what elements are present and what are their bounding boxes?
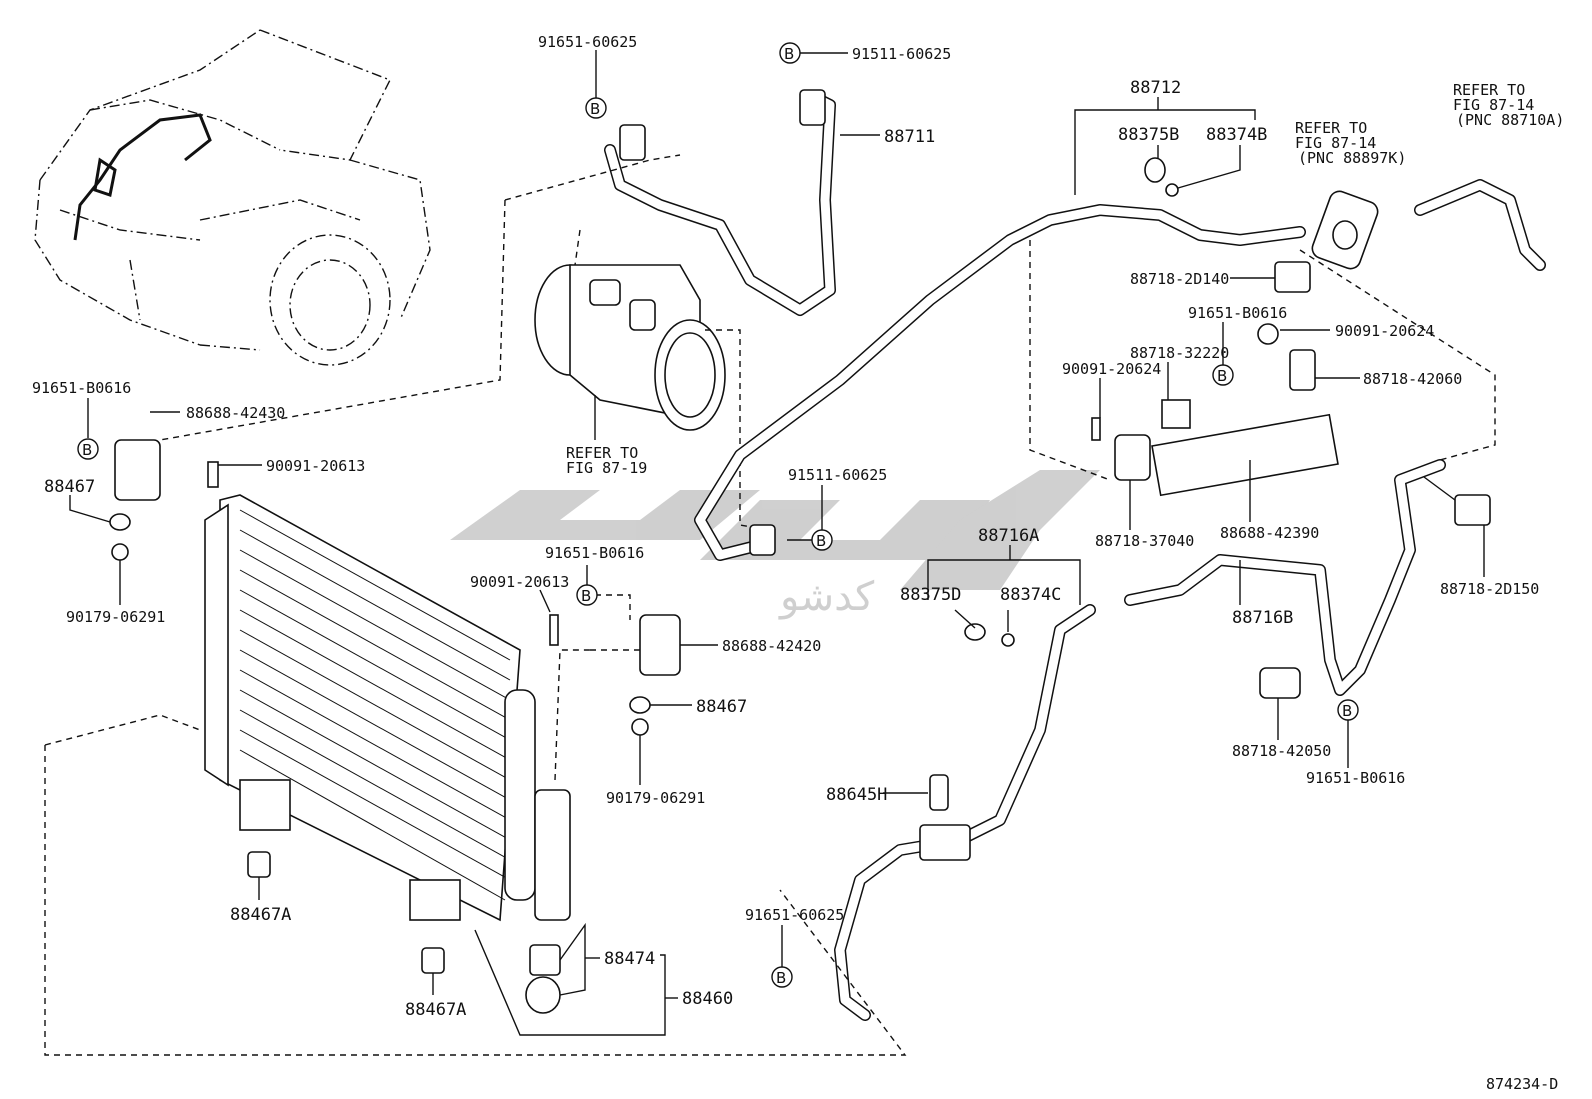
b-marker-7: B [1337, 699, 1359, 721]
label-88718-42050: 88718-42050 [1232, 742, 1331, 760]
b-marker-3: B [77, 438, 99, 460]
small-parts [109, 89, 1491, 1014]
label-88474: 88474 [604, 949, 655, 969]
label-88374B: 88374B [1206, 125, 1267, 145]
svg-text:B: B [776, 969, 786, 987]
part-labels: 91651-60625 91511-60625 88711 88712 8837… [32, 33, 1564, 1093]
figure-code: 874234-D [1486, 1075, 1558, 1093]
leader-lines [69, 50, 1485, 1036]
vehicle-outline [34, 29, 431, 366]
label-91511-60625-m: 91511-60625 [788, 466, 887, 484]
label-88712: 88712 [1130, 78, 1181, 98]
b-marker-4: B [811, 529, 833, 551]
label-88467-l: 88467 [44, 477, 95, 497]
label-88716A: 88716A [978, 526, 1039, 546]
svg-text:B: B [816, 532, 826, 550]
label-91651-B0616-r: 91651-B0616 [1188, 304, 1287, 322]
label-88375D: 88375D [900, 585, 961, 605]
label-88460: 88460 [682, 989, 733, 1009]
svg-text:B: B [1342, 702, 1352, 720]
label-88718-32220: 88718-32220 [1130, 344, 1229, 362]
label-refer-87-14-a-1: REFER TO [1295, 119, 1367, 137]
b-marker-5: B [576, 584, 598, 606]
label-88467A-b: 88467A [405, 1000, 466, 1020]
b-marker-6: B [1212, 364, 1234, 386]
label-90091-20613-l: 90091-20613 [266, 457, 365, 475]
label-refer-87-14-a-3: (PNC 88897K) [1298, 149, 1406, 167]
label-91511-60625-top: 91511-60625 [852, 45, 951, 63]
label-88718-37040: 88718-37040 [1095, 532, 1194, 550]
label-refer-87-19-1: REFER TO [566, 444, 638, 462]
label-90091-20624-m: 90091-20624 [1062, 360, 1161, 378]
label-88711: 88711 [884, 127, 935, 147]
label-refer-87-14-b-1: REFER TO [1453, 81, 1525, 99]
label-88467-m: 88467 [696, 697, 747, 717]
label-88688-42390: 88688-42390 [1220, 524, 1319, 542]
label-90179-06291-m: 90179-06291 [606, 789, 705, 807]
label-88688-42420: 88688-42420 [722, 637, 821, 655]
label-91651-B0616-l: 91651-B0616 [32, 379, 131, 397]
label-90179-06291-l: 90179-06291 [66, 608, 165, 626]
label-90091-20624-r: 90091-20624 [1335, 322, 1434, 340]
condenser [204, 494, 571, 922]
label-91651-B0616-b: 91651-B0616 [1306, 769, 1405, 787]
b-marker-2: B [779, 42, 801, 64]
svg-text:B: B [784, 45, 794, 63]
label-91651-B0616-m: 91651-B0616 [545, 544, 644, 562]
label-88716B: 88716B [1232, 608, 1293, 628]
label-88467A-a: 88467A [230, 905, 291, 925]
label-88688-42430: 88688-42430 [186, 404, 285, 422]
svg-text:B: B [581, 587, 591, 605]
label-91651-60625-b: 91651-60625 [745, 906, 844, 924]
svg-text:B: B [82, 441, 92, 459]
label-90091-20613-m: 90091-20613 [470, 573, 569, 591]
label-88375B: 88375B [1118, 125, 1179, 145]
refrigerant-pipes [604, 94, 1546, 1021]
label-91651-60625-top: 91651-60625 [538, 33, 637, 51]
label-88718-2D150: 88718-2D150 [1440, 580, 1539, 598]
b-marker-1: B [585, 97, 607, 119]
label-88718-2D140: 88718-2D140 [1130, 270, 1229, 288]
reference-lines [44, 154, 1496, 1056]
b-marker-8: B [771, 966, 793, 988]
label-refer-87-14-a-2: FIG 87-14 [1295, 134, 1376, 152]
label-refer-87-14-b-3: (PNC 88710A) [1456, 111, 1564, 129]
svg-text:B: B [590, 100, 600, 118]
svg-text:B: B [1217, 367, 1227, 385]
ac-compressor [534, 229, 771, 531]
label-refer-87-19-2: FIG 87-19 [566, 459, 647, 477]
label-88718-42060: 88718-42060 [1363, 370, 1462, 388]
label-88645H: 88645H [826, 785, 887, 805]
label-refer-87-14-b-2: FIG 87-14 [1453, 96, 1534, 114]
watermark-text: کدشو [778, 574, 875, 620]
label-88374C: 88374C [1000, 585, 1061, 605]
